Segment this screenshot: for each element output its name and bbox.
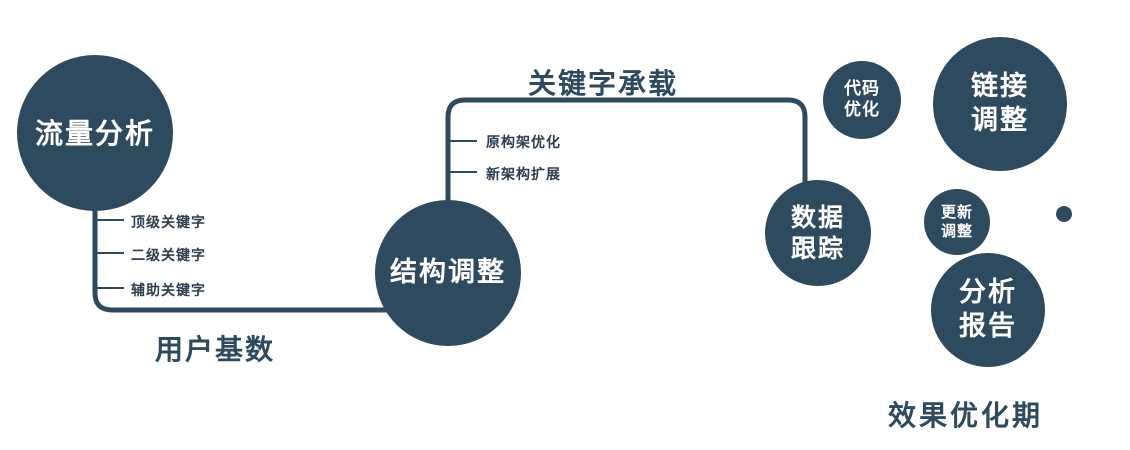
node-code-optimization: 代码 优化 — [823, 61, 901, 139]
node-link-adjustment-line1: 链接 — [971, 71, 1029, 103]
tick-label-top-keywords: 顶级关键字 — [131, 215, 206, 231]
node-structure-adjustment: 结构调整 — [375, 200, 521, 346]
node-code-optimization-line1: 代码 — [844, 78, 880, 99]
tick-label-aux-keywords: 辅助关键字 — [131, 283, 206, 299]
caption-effect-optimization-period: 效果优化期 — [888, 399, 1044, 432]
node-update-adjustment: 更新 调整 — [924, 189, 990, 255]
node-structure-adjustment-label: 结构调整 — [390, 257, 506, 289]
node-analysis-report-line2: 报告 — [959, 311, 1017, 342]
node-traffic-analysis: 流量分析 — [17, 55, 173, 211]
node-update-adjustment-line1: 更新 — [940, 203, 973, 222]
edge-traffic-structure — [92, 190, 420, 313]
node-link-adjustment-line2: 调整 — [971, 105, 1029, 136]
node-code-optimization-line2: 优化 — [844, 100, 880, 120]
node-analysis-report: 分析 报告 — [931, 253, 1045, 367]
tick-label-original-structure: 原构架优化 — [486, 135, 561, 151]
tick-label-second-keywords: 二级关键字 — [131, 248, 206, 264]
node-small-dot — [1056, 206, 1072, 222]
node-data-tracking-line1: 数据 — [790, 202, 845, 232]
node-data-tracking-line2: 跟踪 — [790, 234, 845, 263]
node-analysis-report-line1: 分析 — [959, 277, 1017, 309]
node-traffic-analysis-label: 流量分析 — [34, 116, 155, 150]
edge-structure-datatracking — [445, 97, 808, 215]
node-update-adjustment-line2: 调整 — [940, 222, 973, 240]
tick-label-new-structure: 新架构扩展 — [486, 167, 561, 183]
node-link-adjustment: 链接 调整 — [933, 37, 1067, 171]
edge-label-keyword-carry: 关键字承载 — [528, 67, 679, 100]
node-data-tracking: 数据 跟踪 — [765, 180, 871, 286]
edge-label-user-base: 用户基数 — [155, 333, 276, 366]
